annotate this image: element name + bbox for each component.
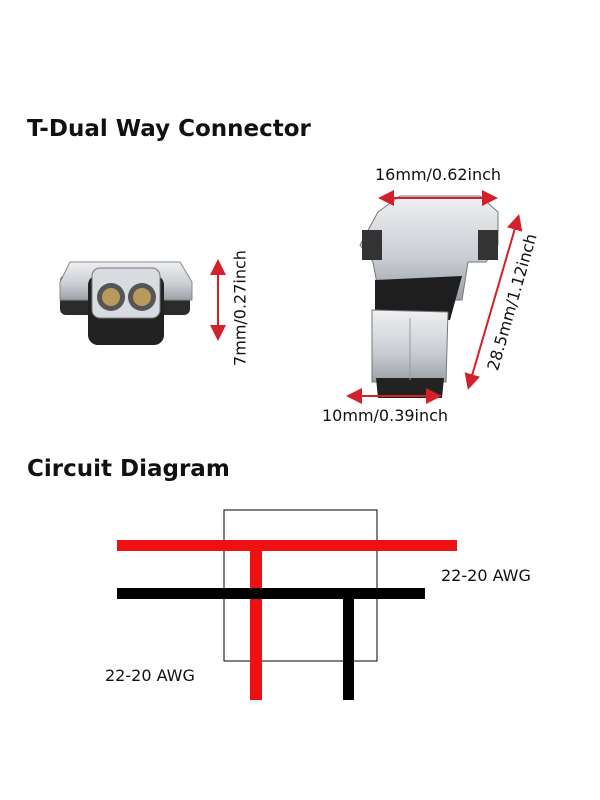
width-top-dimension-label: 16mm/0.62inch <box>375 165 502 184</box>
circuit-diagram <box>117 509 457 700</box>
red-wire-horizontal <box>117 540 457 551</box>
diagram-title: Circuit Diagram <box>27 456 230 482</box>
product-title: T-Dual Way Connector <box>27 116 311 142</box>
connector-front-view <box>59 261 193 345</box>
length-arrow <box>464 214 523 390</box>
connector-top-view <box>359 195 499 398</box>
red-wire-vertical <box>250 545 262 700</box>
connector-box <box>223 509 378 662</box>
width-bottom-dimension-label: 10mm/0.39inch <box>322 406 449 425</box>
black-wire-horizontal <box>117 588 425 599</box>
black-wire-vertical <box>343 593 354 700</box>
height-dimension-label: 7mm/0.27inch <box>230 250 250 366</box>
awg-label-right: 22-20 AWG <box>441 566 531 585</box>
awg-label-left: 22-20 AWG <box>105 666 195 685</box>
